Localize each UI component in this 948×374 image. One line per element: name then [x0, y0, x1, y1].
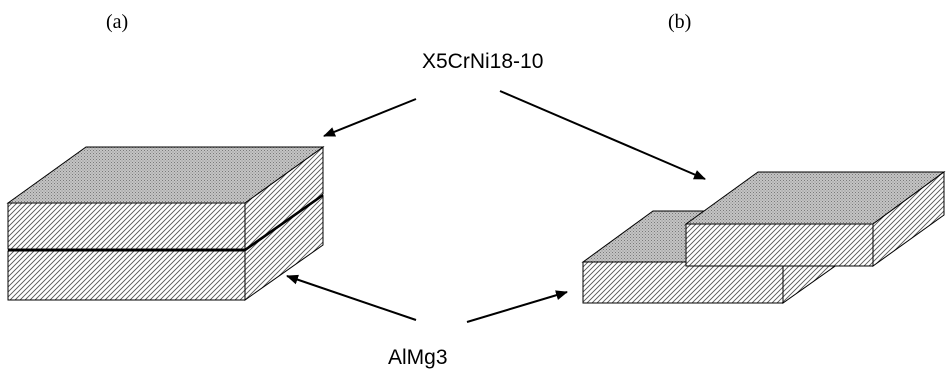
arrow-top-to-a [323, 98, 417, 137]
panel-a-label: (a) [106, 11, 128, 33]
top-plate-top-face [6, 146, 325, 204]
stacked-plates-a [6, 146, 325, 301]
panel-b-label: (b) [668, 11, 691, 33]
bottom-plate-front [7, 250, 246, 301]
upper-plate-front [685, 223, 874, 267]
arrow-top-to-b [499, 90, 706, 180]
top-plate-front [7, 202, 246, 250]
arrow-bottom-to-a [286, 274, 417, 321]
lap-joint-plates-b [581, 171, 946, 304]
pointer-arrows [286, 90, 706, 323]
arrow-bottom-to-b [466, 290, 568, 323]
bottom-material-label: AlMg3 [388, 346, 448, 369]
top-material-label: X5CrNi18-10 [422, 50, 543, 73]
lower-plate-front [582, 261, 784, 304]
